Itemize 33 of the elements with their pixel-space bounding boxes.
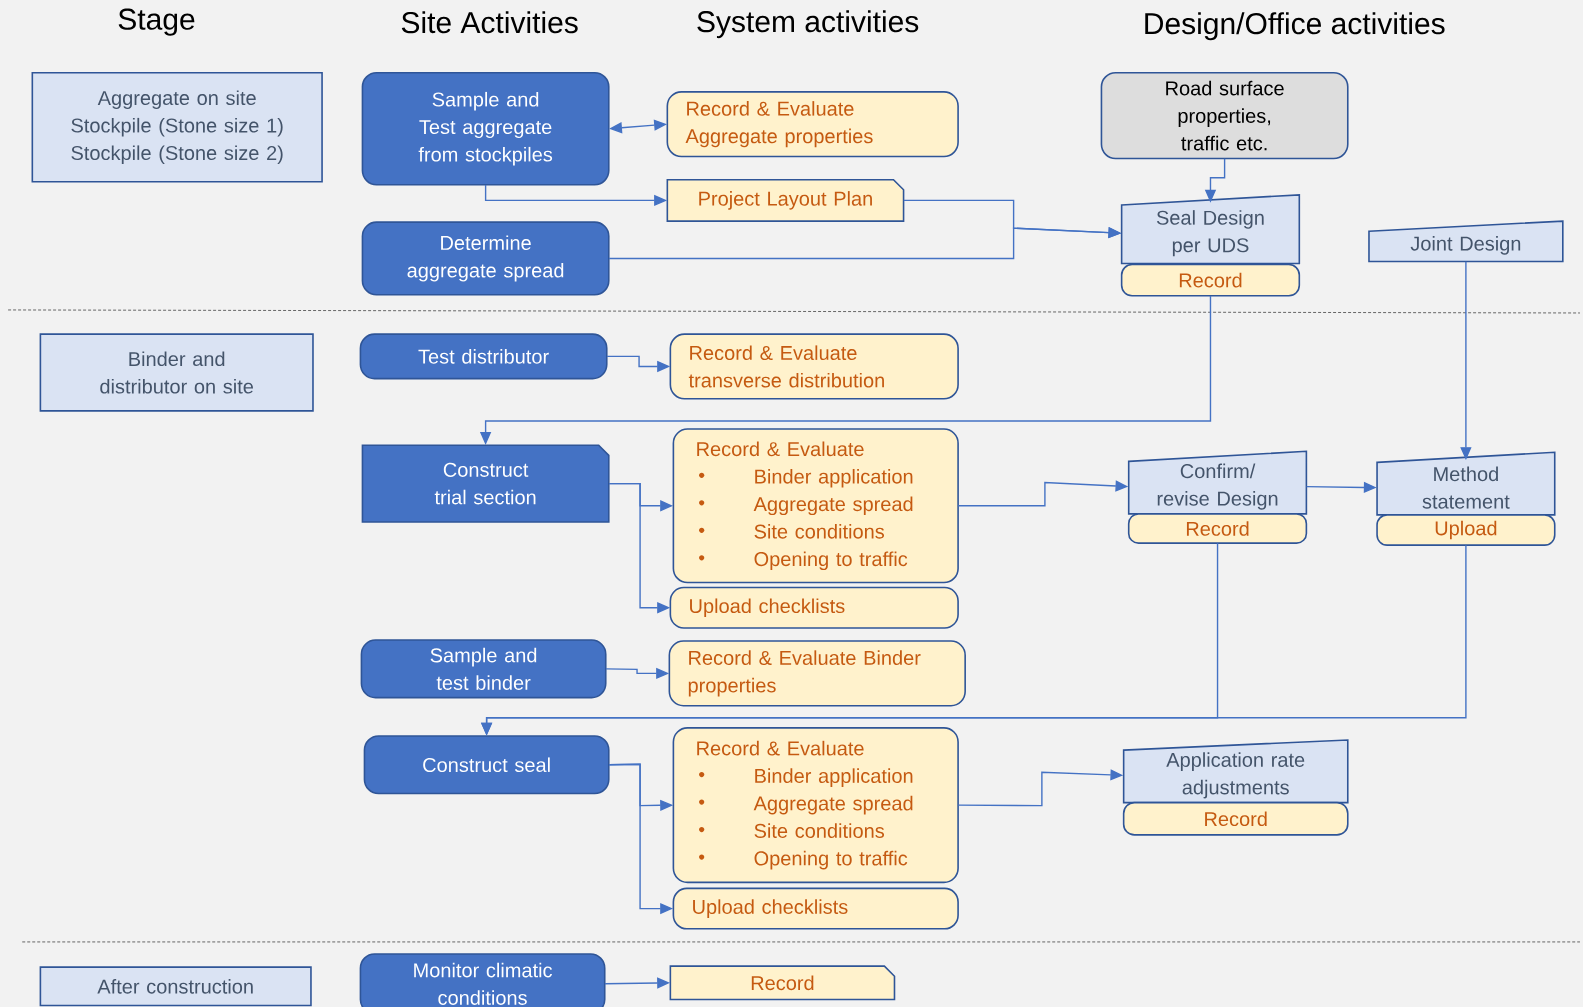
column-heading: Design/Office activities — [1145, 12, 1445, 41]
record-box: Record — [1120, 263, 1301, 297]
design-box: Confirm/ revise Design — [1127, 450, 1308, 515]
design-box: Seal Design per UDS — [1120, 194, 1301, 265]
column-heading: Site Activities — [401, 11, 578, 34]
record-box: Record — [1127, 513, 1308, 544]
column-heading: System activities — [697, 10, 919, 39]
record-box: Record — [669, 965, 896, 1001]
activity-box: Test distributor — [359, 333, 608, 380]
activity-box: Monitor climatic conditions — [359, 953, 606, 1007]
input-box: Road surface properties, traffic etc. — [1100, 71, 1349, 160]
activity-box: Sample and test binder — [360, 639, 607, 699]
record-box: Record & Evaluate Binder application Aggregate spread Site conditions Opening to traffic — [672, 428, 959, 584]
activity-box: Sample and Test aggregate from stockpiles — [361, 71, 610, 186]
column-heading: Stage — [118, 8, 195, 36]
design-box: Method statement — [1376, 451, 1556, 516]
design-box: Application rate adjustments — [1122, 739, 1349, 804]
record-box: Record & Evaluate Binder properties — [668, 640, 966, 707]
upload-box: Upload — [1376, 514, 1556, 546]
record-box: Record & Evaluate Binder application Aggregate spread Site conditions Opening to traffic — [672, 727, 959, 884]
stage-box: After construction — [39, 966, 312, 1007]
activity-box: Determine aggregate spread — [361, 221, 610, 296]
stage-box: Binder and distributor on site — [39, 333, 314, 412]
activity-box: Construct trial section — [361, 444, 610, 523]
activity-box: Construct seal — [363, 735, 610, 795]
record-box: Record & Evaluate transverse distribution — [669, 333, 959, 400]
upload-box: Upload checklists — [672, 887, 959, 930]
upload-box: Upload checklists — [669, 586, 959, 629]
design-box: Joint Design — [1368, 220, 1564, 263]
stage-box: Aggregate on site Stockpile (Stone size 1) Stockpile (Stone size 2) — [31, 71, 323, 183]
record-box: Record — [1122, 801, 1349, 836]
document-box: Project Layout Plan — [666, 178, 905, 222]
record-box: Record & Evaluate Aggregate properties — [666, 91, 959, 158]
